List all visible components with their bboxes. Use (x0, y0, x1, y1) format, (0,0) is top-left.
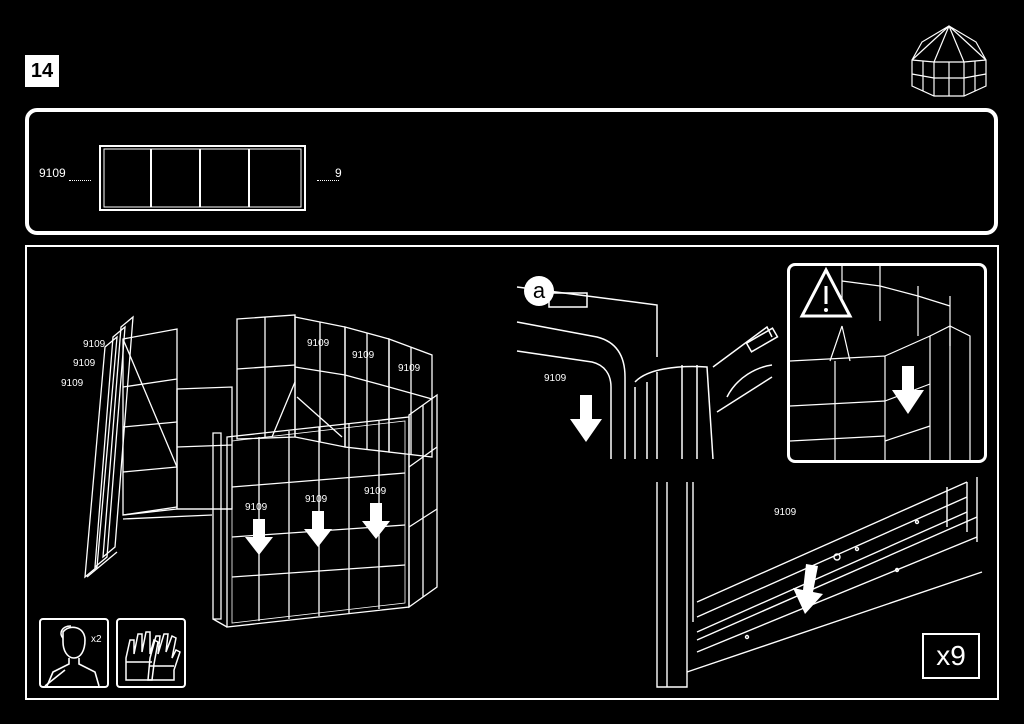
part-label: 9109 (307, 338, 330, 349)
part-label: 9109 (305, 494, 328, 505)
base-rail-drawing (656, 477, 983, 688)
part-label: 9109 (352, 350, 375, 361)
part-code: 9109 (39, 166, 66, 180)
arrow-down-icon (245, 519, 273, 555)
gloves-icon (125, 631, 181, 681)
part-label: 9109 (544, 373, 567, 384)
greenhouse-icon (911, 25, 987, 97)
part-label: 9109 (245, 502, 268, 513)
gloves-box (116, 618, 186, 688)
detail-letter: a (524, 276, 554, 306)
detail-a-drawing (516, 286, 779, 460)
part-label: 9109 (83, 339, 106, 350)
step-number: 14 (25, 55, 59, 87)
part-label: 9109 (398, 363, 421, 374)
part-label: 9109 (364, 486, 387, 497)
part-label: 9109 (73, 358, 96, 369)
two-person-box: x2 (39, 618, 109, 688)
arrow-down-icon (304, 511, 332, 547)
leader-line (69, 180, 91, 181)
part-label: 9109 (774, 507, 797, 518)
repeat-count: x9 (922, 633, 980, 679)
leader-line (317, 180, 339, 181)
person-icon (44, 625, 100, 687)
assembly-panel: 9109 9109 9109 9109 9109 9109 9109 9109 … (25, 245, 999, 700)
warning-inset (787, 263, 987, 463)
arrow-down-icon (570, 395, 602, 442)
parts-panel: 9109 9 (25, 108, 998, 235)
part-label: 9109 (61, 378, 84, 389)
arrow-down-icon (793, 564, 823, 614)
assembly-drawing (84, 314, 438, 628)
persons-count: x2 (91, 634, 102, 645)
arrow-down-icon (892, 366, 924, 414)
panel-part-drawing (99, 145, 306, 211)
part-quantity: 9 (335, 166, 342, 180)
arrow-down-icon (362, 503, 390, 539)
